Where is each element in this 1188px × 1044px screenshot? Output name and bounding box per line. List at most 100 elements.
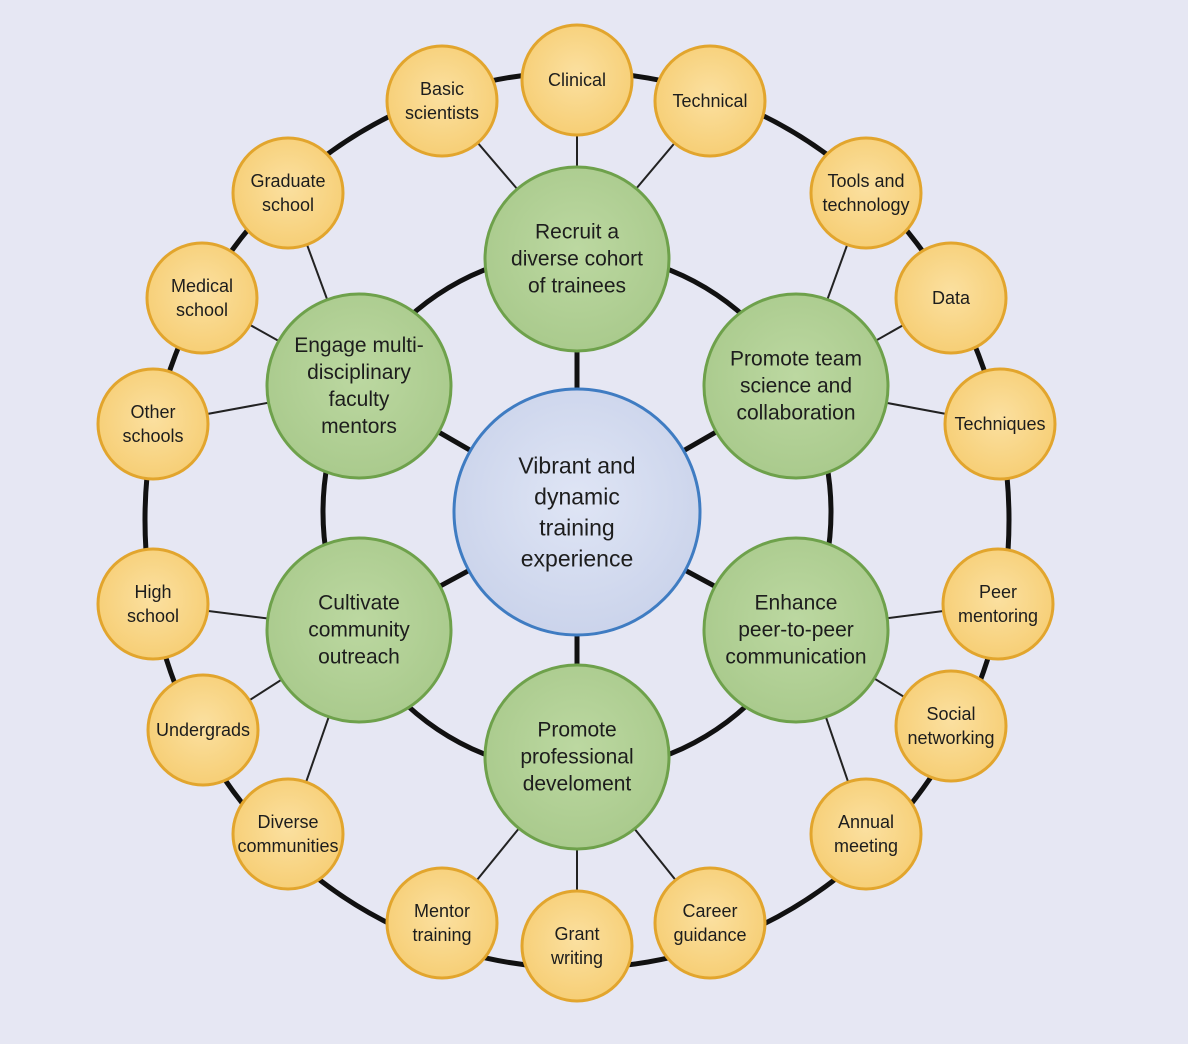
inner-node-circle (702, 292, 890, 480)
outer-node-circle (96, 547, 210, 661)
inner-node-label-line-0: Promote team (730, 348, 862, 371)
outer-node-recruit-1: Clinical (520, 23, 634, 137)
outer-node-label-line-1: school (176, 300, 228, 320)
outer-node-circle (96, 367, 210, 481)
outer-node-team-science-2: Techniques (943, 367, 1057, 481)
outer-node-circle (653, 44, 767, 158)
outer-node-peer-communication-2: Annual meeting (809, 777, 923, 891)
outer-node-label-line-1: meeting (834, 836, 898, 856)
inner-node-professional-development: Promote professional develoment (483, 663, 671, 851)
outer-node-label-line-0: Tools and (827, 171, 904, 191)
outer-node-community-outreach-0: Diverse communities (231, 777, 345, 891)
inner-node-label-line-1: community (308, 619, 410, 642)
inner-node-recruit: Recruit a diverse cohort of trainees (483, 165, 671, 353)
outer-node-professional-development-0: Career guidance (653, 866, 767, 980)
outer-node-circle (894, 669, 1008, 783)
outer-node-circle (520, 23, 634, 137)
outer-node-team-science-0: Tools and technology (809, 136, 923, 250)
inner-node-label-line-2: of trainees (528, 275, 626, 298)
outer-node-team-science-1: Data (894, 241, 1008, 355)
inner-node-label-line-0: Enhance (755, 592, 838, 615)
inner-node-community-outreach: Cultivate community outreach (265, 536, 453, 724)
outer-node-label-line-1: networking (907, 728, 994, 748)
outer-node-label-line-1: technology (822, 195, 909, 215)
inner-node-label-line-1: professional (520, 746, 633, 769)
inner-node-circle (483, 165, 671, 353)
outer-node-label-line-0: Social (926, 704, 975, 724)
outer-node-label-line-1: school (262, 195, 314, 215)
outer-node-label-line-0: Undergrads (156, 720, 250, 740)
outer-node-label-line-0: High (134, 582, 171, 602)
outer-node-circle (809, 777, 923, 891)
center-node-label-line-2: training (539, 515, 614, 541)
outer-node-label-line-0: Grant (554, 924, 599, 944)
inner-node-peer-communication: Enhance peer-to-peer communication (702, 536, 890, 724)
inner-node-label-line-0: Cultivate (318, 592, 400, 615)
outer-node-label-line-0: Techniques (954, 414, 1045, 434)
inner-node-label-line-2: faculty (329, 388, 390, 411)
center-node-label-line-1: dynamic (534, 484, 620, 510)
outer-node-label-line-1: communities (237, 836, 338, 856)
outer-node-community-outreach-1: Undergrads (146, 673, 260, 787)
outer-node-label-line-1: writing (550, 948, 603, 968)
outer-node-label-line-0: Basic (420, 79, 464, 99)
inner-node-label-line-0: Recruit a (535, 221, 619, 244)
outer-node-circle (520, 889, 634, 1003)
outer-node-label-line-0: Peer (979, 582, 1017, 602)
outer-node-community-outreach-2: High school (96, 547, 210, 661)
outer-node-label-line-1: school (127, 606, 179, 626)
outer-node-label-line-0: Data (932, 288, 971, 308)
outer-node-label-line-0: Annual (838, 812, 894, 832)
center-node: Vibrant and dynamic training experience (452, 387, 702, 637)
outer-node-peer-communication-1: Social networking (894, 669, 1008, 783)
outer-node-label-line-0: Technical (672, 91, 747, 111)
outer-node-label-line-1: scientists (405, 103, 479, 123)
inner-node-label-line-3: mentors (321, 415, 397, 438)
outer-node-circle (231, 136, 345, 250)
inner-node-label-line-2: outreach (318, 646, 400, 669)
outer-node-circle (894, 241, 1008, 355)
center-node-label-line-3: experience (521, 546, 634, 572)
inner-node-label-line-2: collaboration (736, 402, 855, 425)
outer-node-professional-development-2: Mentor training (385, 866, 499, 980)
center-node-label-line-0: Vibrant and (518, 453, 635, 479)
outer-node-circle (145, 241, 259, 355)
outer-node-label-line-1: guidance (673, 925, 746, 945)
outer-node-professional-development-1: Grant writing (520, 889, 634, 1003)
inner-node-label-line-2: communication (725, 646, 866, 669)
inner-node-label-line-1: diverse cohort (511, 248, 643, 271)
outer-node-label-line-0: Career (682, 901, 737, 921)
inner-node-circle (265, 536, 453, 724)
outer-node-label-line-1: training (412, 925, 471, 945)
inner-node-label-line-0: Promote (537, 719, 616, 742)
outer-node-label-line-0: Graduate (250, 171, 325, 191)
outer-node-circle (653, 866, 767, 980)
outer-node-label-line-0: Clinical (548, 70, 606, 90)
outer-node-circle (231, 777, 345, 891)
inner-node-circle (702, 536, 890, 724)
inner-node-label-line-0: Engage multi- (294, 334, 424, 357)
inner-node-faculty-mentors: Engage multi-disciplinary faculty mentors (265, 292, 453, 480)
outer-node-label-line-0: Diverse (257, 812, 318, 832)
outer-node-circle (809, 136, 923, 250)
outer-node-circle (146, 673, 260, 787)
outer-node-faculty-mentors-1: Medical school (145, 241, 259, 355)
outer-node-circle (943, 367, 1057, 481)
outer-node-circle (385, 44, 499, 158)
outer-node-faculty-mentors-0: Other schools (96, 367, 210, 481)
outer-node-label-line-0: Mentor (414, 901, 470, 921)
outer-node-label-line-0: Medical (171, 276, 233, 296)
outer-node-circle (941, 547, 1055, 661)
outer-node-label-line-1: schools (122, 426, 183, 446)
outer-node-label-line-0: Other (130, 402, 175, 422)
outer-node-recruit-2: Technical (653, 44, 767, 158)
inner-node-label-line-1: peer-to-peer (738, 619, 854, 642)
center-node-circle (452, 387, 702, 637)
outer-node-recruit-0: Basic scientists (385, 44, 499, 158)
inner-node-label-line-2: develoment (523, 773, 632, 796)
inner-node-label-line-1: disciplinary (307, 361, 411, 384)
